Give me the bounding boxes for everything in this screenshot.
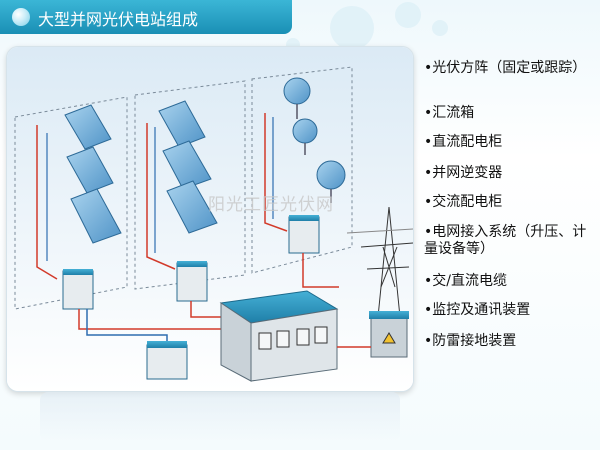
decorative-circle — [395, 2, 421, 28]
decorative-circle — [432, 20, 448, 36]
component-item: •直流配电柜 — [424, 134, 503, 150]
pv-array-2 — [146, 100, 218, 302]
field-boundaries — [14, 66, 353, 310]
tracker-panel — [283, 77, 311, 119]
pv-station-illustration — [6, 46, 414, 392]
component-item: •光伏方阵（固定或跟踪） — [424, 60, 587, 76]
solar-panel — [64, 104, 112, 150]
combiner-box — [288, 216, 320, 254]
solar-panel — [70, 188, 122, 244]
pv-array-1 — [36, 104, 122, 310]
component-item: •防雷接地装置 — [424, 333, 517, 349]
decorative-circle — [330, 6, 374, 50]
inverter-house — [219, 290, 339, 382]
title-bullet-icon — [12, 8, 30, 26]
combiner-box — [176, 262, 208, 302]
tracker-panel — [316, 160, 346, 203]
transmission-tower — [346, 206, 413, 328]
component-list: •光伏方阵（固定或跟踪） •汇流箱 •直流配电柜 •并网逆变器 •交流配电柜 •… — [424, 60, 594, 350]
component-item: •汇流箱 — [424, 105, 475, 121]
solar-panel — [162, 140, 212, 190]
solar-panel — [66, 146, 114, 194]
component-item: •电网接入系统（升压、计量设备等） — [424, 224, 587, 257]
component-item: •并网逆变器 — [424, 165, 503, 181]
title-bar: 大型并网光伏电站组成 — [0, 0, 292, 34]
component-item: •交/直流电缆 — [424, 273, 507, 289]
component-item: •监控及通讯装置 — [424, 302, 531, 318]
monitoring-box — [146, 341, 188, 380]
solar-panel — [166, 180, 218, 234]
component-item: •交流配电柜 — [424, 194, 503, 210]
pv-array-3-trackers — [264, 77, 346, 254]
transformer-box — [369, 311, 409, 358]
tracker-panel — [292, 118, 318, 155]
slide-title: 大型并网光伏电站组成 — [38, 10, 199, 29]
pv-station-diagram — [7, 47, 413, 391]
illustration-reflection — [40, 392, 400, 442]
combiner-box — [62, 270, 94, 310]
solar-panel — [158, 100, 206, 148]
watermark: 阳光工匠光伏网 — [208, 195, 334, 215]
